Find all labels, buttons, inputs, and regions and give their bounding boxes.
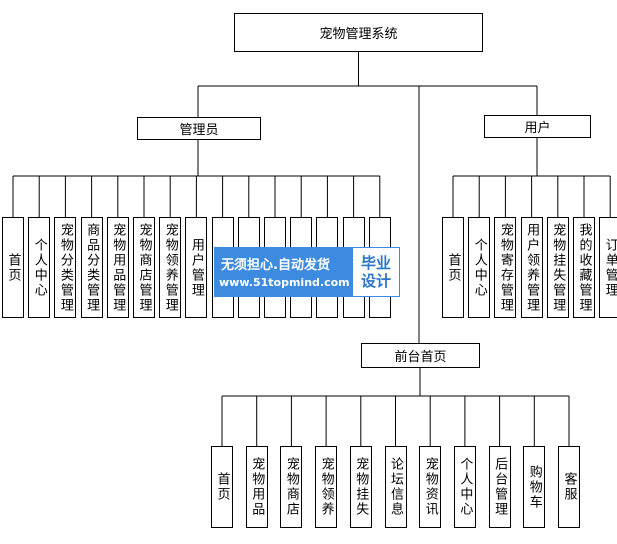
front-item-label: 宠物挂失 [353,457,369,517]
front-item-3: 宠物领养 [315,446,338,528]
front-item-5: 论坛信息 [384,446,407,528]
front-item-label: 宠物用品 [249,457,265,517]
user-item-label: 宠物寄存管理 [497,222,513,313]
front-item-1: 宠物用品 [245,446,268,528]
watermark-url: www.51topmind.com [219,276,350,289]
user-item-label: 我的收藏管理 [576,222,592,313]
admin-item-4: 宠物用品管理 [106,217,129,318]
user-item-0: 首页 [442,217,464,318]
front-item-8: 后台管理 [488,446,511,528]
admin-item-6: 宠物领养管理 [159,217,182,318]
user-item-label: 个人中心 [471,237,487,298]
front-item-label: 宠物资讯 [422,457,438,517]
admin-item-3: 商品分类管理 [80,217,103,318]
admin-item-label: 宠物商店管理 [136,222,152,313]
admin-item-label: 宠物领养管理 [162,222,178,313]
admin-item-5: 宠物商店管理 [133,217,155,318]
front-item-label: 首页 [214,472,230,502]
admin-item-1: 个人中心 [28,217,51,318]
admin-item-label: 商品分类管理 [84,222,100,313]
admin-item-0: 首页 [2,217,24,318]
front-item-label: 宠物商店 [283,457,299,517]
user-item-1: 个人中心 [468,217,491,318]
front-item-6: 宠物资讯 [419,446,442,528]
user-item-label: 订单管理 [602,237,617,298]
user-item-label: 首页 [445,252,461,283]
user-item-5: 我的收藏管理 [573,217,595,318]
admin-node: 管理员 [137,117,261,140]
front-item-2: 宠物商店 [280,446,303,528]
front-item-10: 客服 [558,446,580,528]
watermark-right-bottom: 设计 [360,272,391,290]
user-item-2: 宠物寄存管理 [494,217,517,318]
admin-item-label: 个人中心 [31,237,47,298]
front-item-7: 个人中心 [453,446,476,528]
front-item-label: 购物车 [526,464,542,510]
user-item-label: 用户领养管理 [524,222,540,313]
admin-item-label: 首页 [5,252,21,283]
user-item-label: 宠物挂失管理 [550,222,566,313]
user-item-4: 宠物挂失管理 [546,217,569,318]
admin-item-label: 宠物分类管理 [57,222,73,313]
front-item-4: 宠物挂失 [349,446,372,528]
front-item-9: 购物车 [523,446,546,528]
watermark-slogan: 无须担心.自动发货 [221,258,330,273]
user-node: 用户 [484,115,591,138]
admin-item-label: 用户管理 [188,237,204,298]
watermark-left: 无须担心.自动发货 www.51topmind.com [214,247,352,297]
root-node: 宠物管理系统 [234,13,483,52]
front-item-label: 论坛信息 [388,457,403,517]
user-item-6: 订单管理 [599,217,617,318]
front-item-label: 宠物领养 [318,457,334,517]
admin-item-7: 用户管理 [185,217,208,318]
front-node: 前台首页 [361,343,480,368]
front-item-label: 个人中心 [457,457,473,517]
admin-item-label: 宠物用品管理 [110,222,126,313]
front-item-0: 首页 [211,446,233,528]
user-item-3: 用户领养管理 [520,217,543,318]
watermark-banner: 无须担心.自动发货 www.51topmind.com 毕业 设计 [214,247,400,297]
watermark-right-top: 毕业 [360,254,391,272]
watermark-right: 毕业 设计 [352,247,400,297]
front-item-label: 客服 [561,472,577,502]
admin-item-2: 宠物分类管理 [54,217,77,318]
front-item-label: 后台管理 [492,457,508,517]
